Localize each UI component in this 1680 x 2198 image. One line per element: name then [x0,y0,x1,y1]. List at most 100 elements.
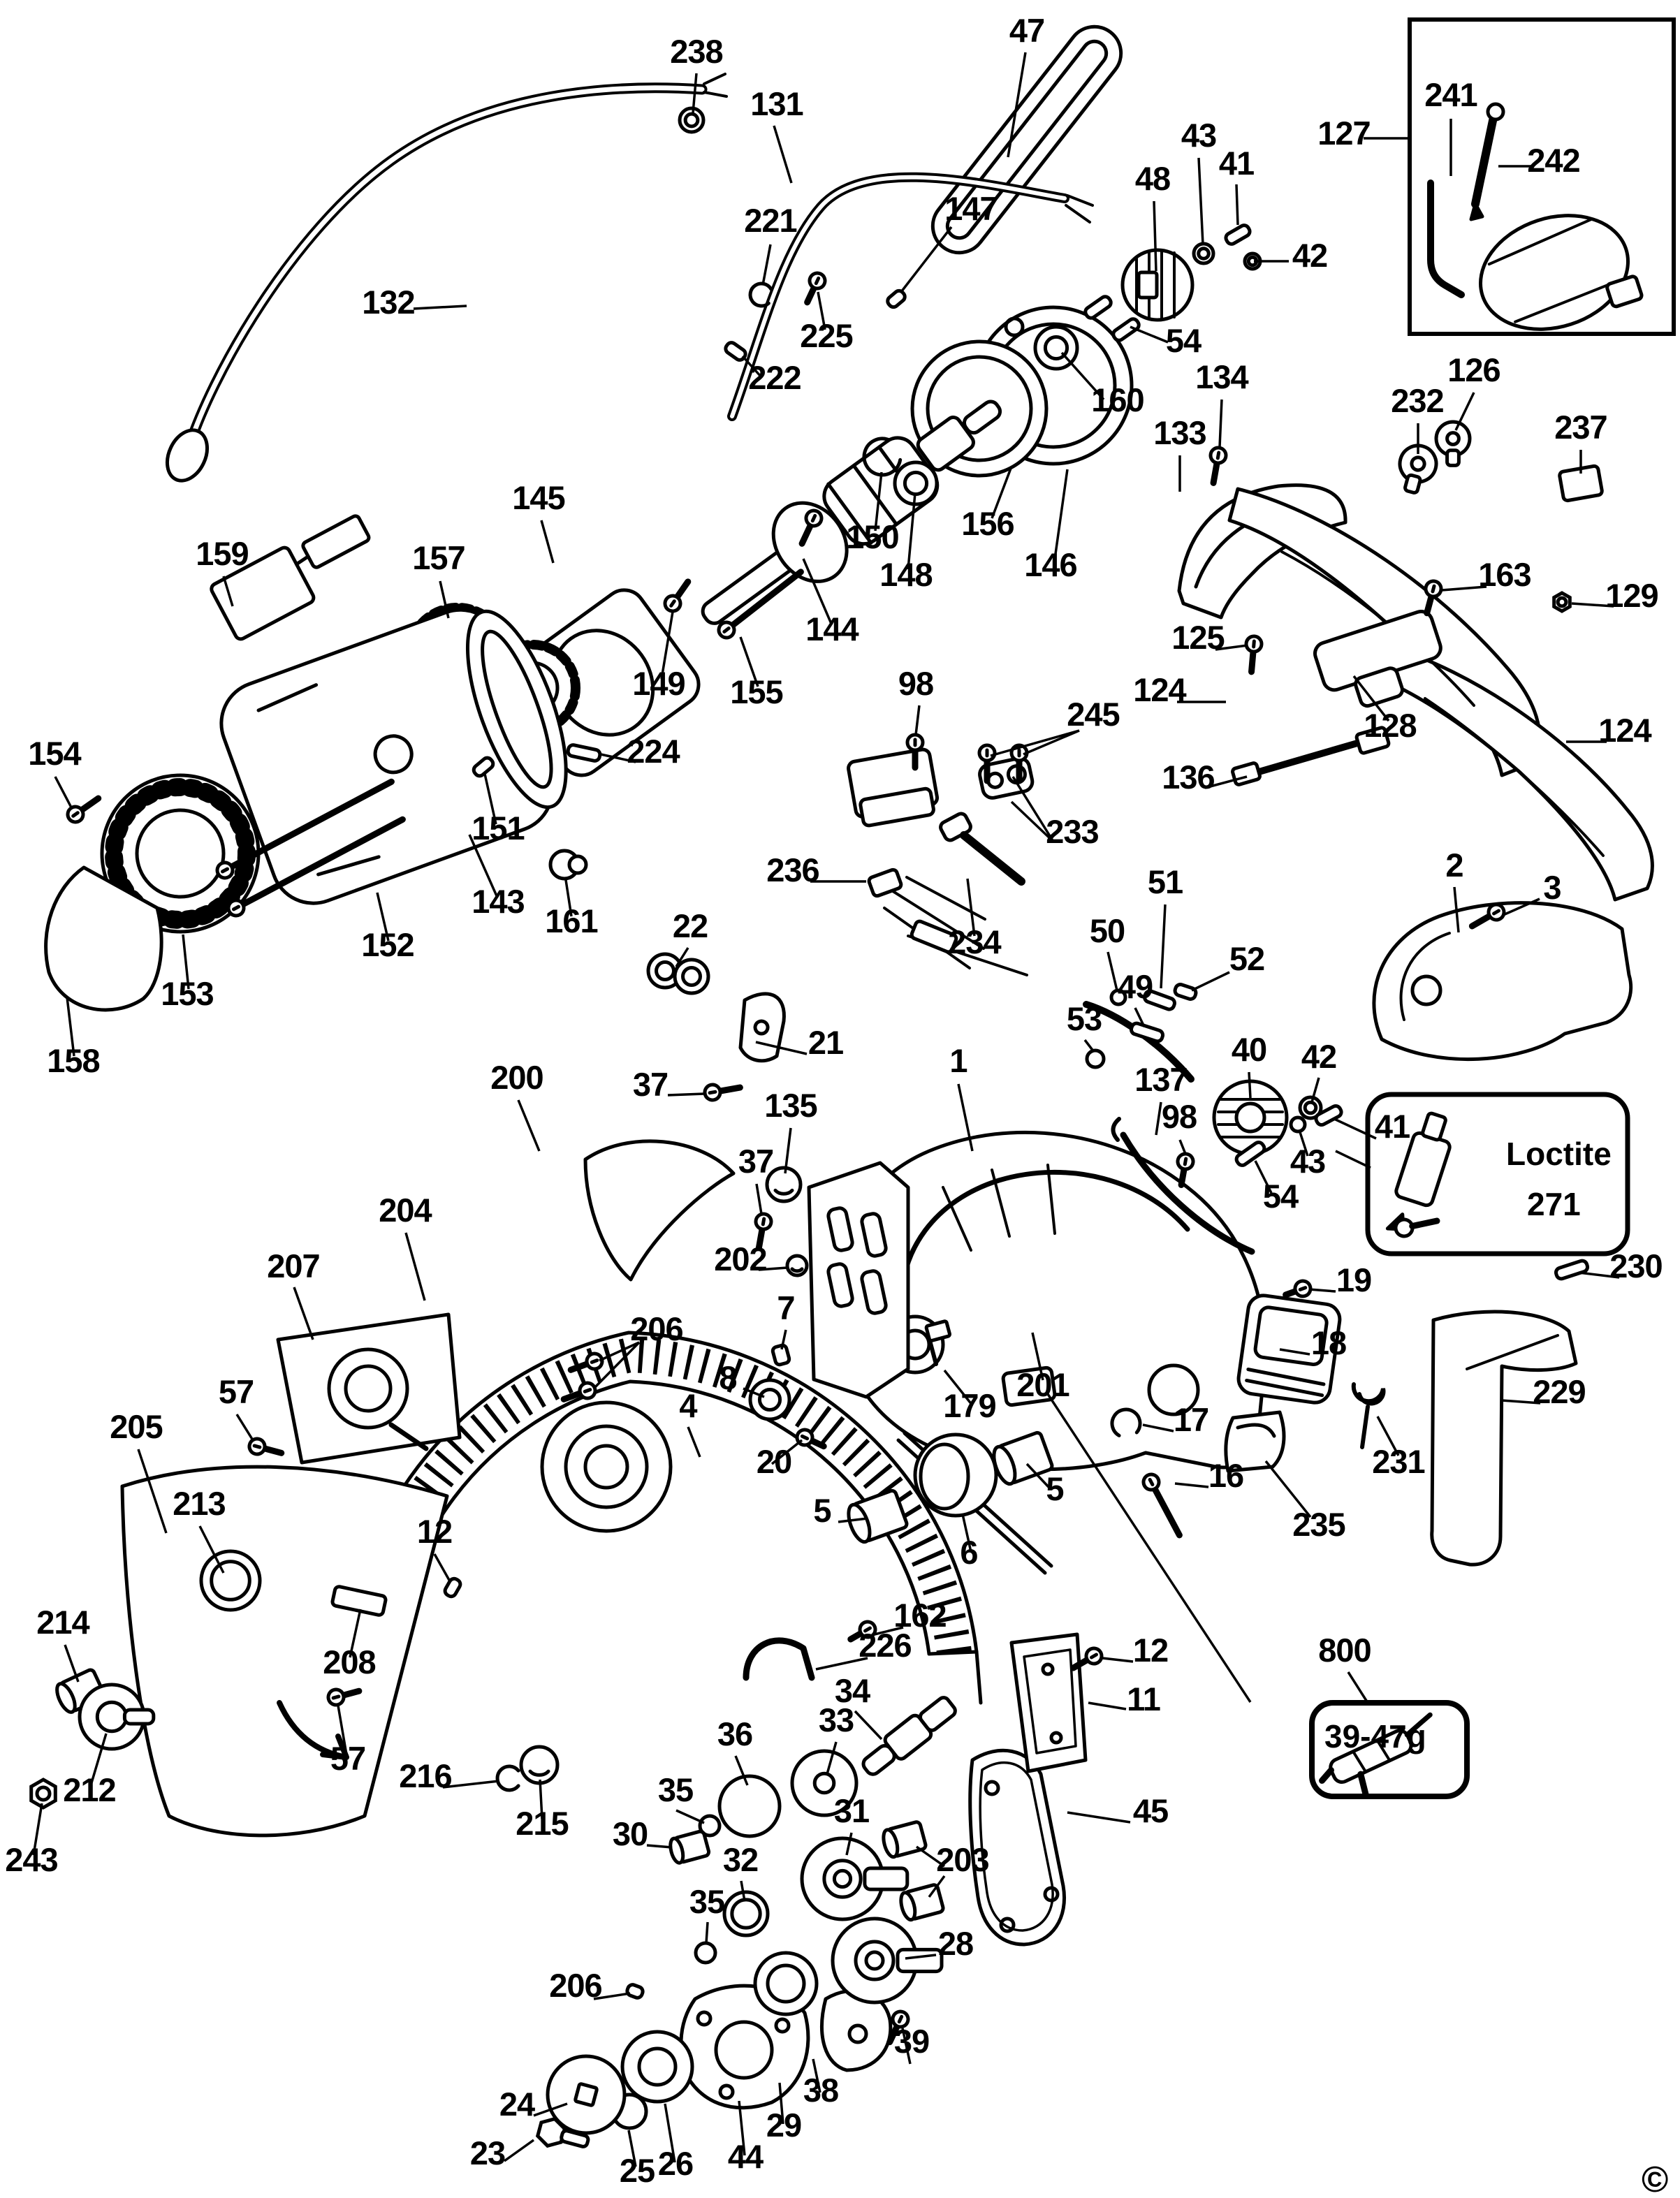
part-label-134: 134 [1195,358,1248,395]
glyph-pin [1224,224,1252,246]
part-label-6: 6 [960,1534,977,1571]
leader-line [1142,1423,1174,1433]
glyph-pin [1234,1141,1266,1167]
wire-set [867,812,1028,976]
leader-line [1053,469,1069,559]
leader-line [1204,775,1248,789]
leader-line [1046,1393,1252,1703]
leader-line [966,878,976,937]
leader-line [1102,1657,1134,1663]
part-label-214: 214 [36,1604,89,1641]
leader-line [907,492,916,570]
part-label-212: 212 [63,1771,115,1808]
loctite-label-line1: Loctite [1506,1136,1612,1172]
leader-line [198,1525,225,1574]
kerf-insert [1009,1632,1088,1773]
leader-line [1007,52,1027,158]
leader-line [705,1921,709,1944]
leader-line [990,729,1080,757]
leader-line [928,1875,946,1898]
leader-line [1453,886,1460,933]
glyph-nut [29,1778,57,1810]
part-label-26: 26 [658,2145,693,2182]
part-label-127: 127 [1317,115,1370,152]
part-label-157: 157 [412,539,465,576]
leader-line [675,947,689,967]
glyph-screw [1070,1646,1104,1671]
loctite-bottle-icon [1385,1111,1452,1238]
part-label-229: 229 [1533,1373,1585,1410]
gear-shaft [861,1696,957,1776]
leader-line [1571,602,1614,608]
part-label-41: 41 [1219,145,1254,182]
part-label-241: 241 [1424,76,1477,113]
glyph-block [1558,464,1604,503]
leader-line [337,1705,348,1755]
switch-box [847,747,940,828]
inset-motor-unit [1478,214,1644,331]
leader-line [1130,325,1169,344]
part-label-124: 124 [1598,712,1651,749]
part-label-17: 17 [1174,1401,1208,1438]
glyph-pulley [800,1836,910,1921]
part-label-205: 205 [110,1408,162,1445]
glyph-pin [443,1576,462,1599]
part-label-144: 144 [805,610,859,647]
leader-line [1254,1160,1273,1194]
leader-line [235,1414,254,1441]
part-label-33: 33 [819,1701,854,1738]
hex-key-icon [1427,179,1465,298]
glyph-clip [862,437,903,477]
leader-line [741,355,763,379]
glyph-ring2 [722,1890,770,1937]
glyph-pin [472,756,495,778]
glyph-screw [326,1687,363,1707]
glyph-pin [625,1983,645,2000]
leader-line [758,1266,788,1271]
glyph-screw [1141,1472,1183,1539]
glyph-cyl [882,1820,928,1859]
part-label-8: 8 [719,1359,736,1396]
leader-line [1235,184,1239,226]
glyph-dome [785,1254,809,1277]
part-label-53: 53 [1067,1000,1102,1037]
part-label-242: 242 [1527,142,1579,179]
glyph-washer [1298,1095,1323,1120]
part-label-232: 232 [1391,382,1443,419]
part-label-54: 54 [1166,322,1201,359]
glyph-screw [1244,634,1264,675]
part-label-49: 49 [1118,968,1153,1005]
leader-line [1106,951,1118,991]
part-label-98: 98 [1162,1098,1197,1135]
glyph-oring [694,1941,717,1965]
glyph-cyl [899,1883,945,1922]
leader-line [784,1127,792,1174]
part-label-11: 11 [1127,1680,1160,1717]
leader-line [376,892,390,942]
glyph-screw [1468,902,1506,930]
glyph-bolt [535,2116,590,2148]
leader-line [1578,1271,1620,1279]
part-label-225: 225 [800,317,852,354]
copyright-mark: © [1642,2160,1668,2198]
part-label-236: 236 [766,851,819,888]
part-label-158: 158 [47,1042,99,1079]
glyph-washer [673,958,710,995]
leader-line [182,934,190,990]
part-label-206: 206 [630,1310,682,1347]
part-label-2: 2 [1445,847,1463,884]
part-label-16: 16 [1208,1457,1243,1494]
part-label-155: 155 [730,673,782,710]
part-label-29: 29 [766,2107,801,2144]
part-label-150: 150 [846,518,898,555]
leader-line [734,1755,749,1786]
part-label-5: 5 [813,1492,831,1529]
leader-line [32,1803,43,1856]
glyph-washer [748,1378,791,1421]
rotation-arrow-icon [277,1700,349,1760]
leader-line [874,1626,904,1636]
part-label-125: 125 [1171,619,1224,656]
leader-line [1011,776,1055,842]
leader-line [901,2028,912,2065]
trigger-switch [1313,610,1442,708]
